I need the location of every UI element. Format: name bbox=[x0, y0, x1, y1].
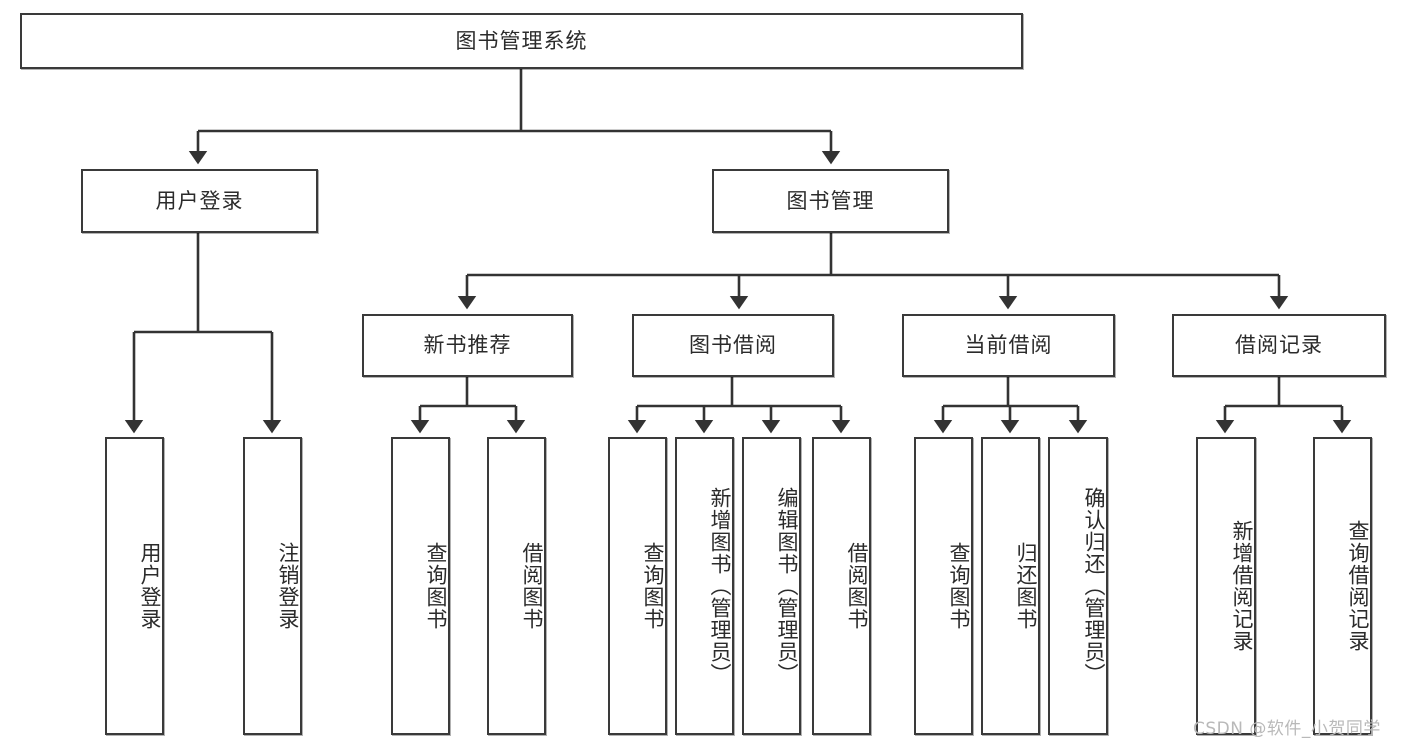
node-label: 借阅记录 bbox=[1235, 333, 1323, 358]
node-label: 借阅图书 bbox=[520, 542, 544, 630]
leaf-book-borrow-borrow-book[interactable]: 借阅图书 bbox=[812, 437, 871, 735]
node-user-login[interactable]: 用户登录 bbox=[81, 169, 318, 233]
leaf-current-borrow-query-book[interactable]: 查询图书 bbox=[914, 437, 973, 735]
node-label: 用户登录 bbox=[155, 188, 244, 213]
node-label: 借阅图书 bbox=[845, 542, 869, 630]
node-label: 当前借阅 bbox=[964, 333, 1053, 358]
leaf-borrow-record-query-record[interactable]: 查询借阅记录 bbox=[1313, 437, 1372, 735]
node-label: 编辑图书（管理员） bbox=[775, 487, 799, 685]
leaf-book-borrow-edit-book-admin[interactable]: 编辑图书（管理员） bbox=[742, 437, 801, 735]
node-book-borrow[interactable]: 图书借阅 bbox=[632, 314, 834, 377]
csdn-watermark: CSDN @软件_小贺同学 bbox=[1193, 719, 1381, 739]
node-borrow-record[interactable]: 借阅记录 bbox=[1172, 314, 1386, 377]
node-label: 查询图书 bbox=[947, 542, 971, 630]
leaf-new-book-borrow-book[interactable]: 借阅图书 bbox=[487, 437, 546, 735]
node-label: 用户登录 bbox=[138, 542, 162, 630]
leaf-current-borrow-confirm-return-admin[interactable]: 确认归还（管理员） bbox=[1048, 437, 1108, 735]
leaf-user-login-login[interactable]: 用户登录 bbox=[105, 437, 164, 735]
leaf-current-borrow-return-book[interactable]: 归还图书 bbox=[981, 437, 1040, 735]
leaf-user-login-logout[interactable]: 注销登录 bbox=[243, 437, 302, 735]
node-label: 确认归还（管理员） bbox=[1082, 487, 1106, 685]
node-current-borrow[interactable]: 当前借阅 bbox=[902, 314, 1115, 377]
leaf-borrow-record-add-record[interactable]: 新增借阅记录 bbox=[1196, 437, 1256, 735]
node-root-book-management-system[interactable]: 图书管理系统 bbox=[20, 13, 1023, 69]
leaf-new-book-query-book[interactable]: 查询图书 bbox=[391, 437, 450, 735]
node-label: 图书借阅 bbox=[689, 333, 777, 358]
node-label: 新增图书（管理员） bbox=[708, 487, 732, 685]
node-label: 图书管理系统 bbox=[455, 28, 588, 53]
node-book-management[interactable]: 图书管理 bbox=[712, 169, 949, 233]
node-label: 查询图书 bbox=[424, 542, 448, 630]
node-label: 新书推荐 bbox=[423, 333, 512, 358]
node-label: 注销登录 bbox=[276, 542, 300, 630]
node-label: 归还图书 bbox=[1014, 542, 1038, 630]
node-label: 新增借阅记录 bbox=[1230, 520, 1254, 652]
node-label: 图书管理 bbox=[786, 188, 875, 213]
leaf-book-borrow-query-book[interactable]: 查询图书 bbox=[608, 437, 667, 735]
node-label: 查询借阅记录 bbox=[1346, 520, 1370, 652]
node-new-book-recommend[interactable]: 新书推荐 bbox=[362, 314, 573, 377]
leaf-book-borrow-add-book-admin[interactable]: 新增图书（管理员） bbox=[675, 437, 734, 735]
node-label: 查询图书 bbox=[641, 542, 665, 630]
